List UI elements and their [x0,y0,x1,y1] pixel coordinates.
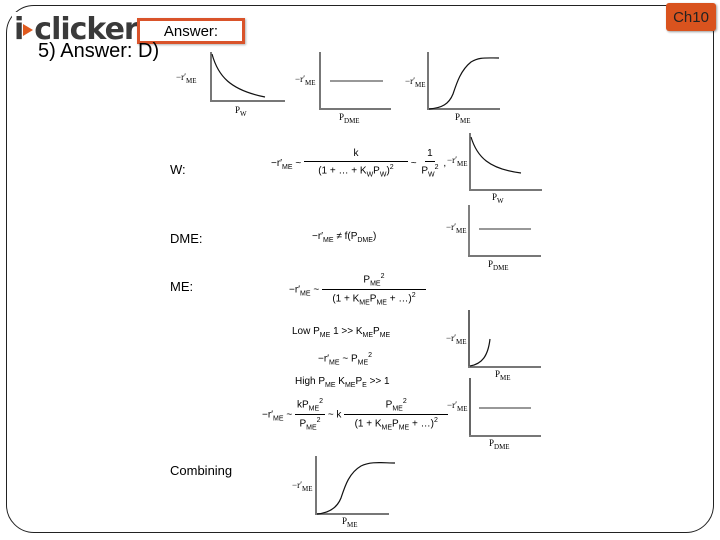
high-pme-condition: High PME KMEPE >> 1 [295,376,390,389]
graph-me-low: −r′ME PME [446,310,543,382]
row-label-dme: DME: [170,231,203,246]
x-axis-label: PW [492,192,504,205]
sigmoid-curve [428,57,500,110]
fraction-w-2: 1 PW2 [421,148,439,179]
question-title: 5) Answer: D) [38,40,160,62]
logo-text: clicker [34,12,138,47]
decreasing-curve [470,136,522,174]
graph-dme-flat: −r′ME PDME [446,205,543,272]
y-axis-label: −r′ME [447,400,468,413]
fraction-high-1: kPME2 PME2 [294,398,326,432]
graph-w-decreasing-svg [469,133,542,191]
row-label-me: ME: [170,279,194,294]
row-label-combining: Combining [170,463,233,478]
chapter-badge-label: Ch10 [673,8,709,26]
fraction-high-2: PME2 (1 + KMEPME + …)2 [344,398,449,432]
graph-w-decreasing: −r′ME PW [447,133,544,205]
decreasing-curve [211,53,266,98]
slide-frame [6,5,714,533]
y-axis-label: −r′ME [446,222,467,235]
x-axis-label: PDME [489,438,510,451]
fraction-me: PME2 (1 + KMEPME + …)2 [321,273,426,307]
x-axis-label: PME [495,369,511,382]
graph-combining: −r′ME PME [292,456,400,529]
y-axis-label: −r′ME [405,76,426,89]
iclicker-logo: i clicker [12,12,142,47]
equation-dme: −r′ME ≠ f(PDME) [312,231,377,244]
low-pme-equation: −r′ME ~ PME2 [318,352,373,367]
low-pme-condition: Low PME 1 >> KMEPME [292,326,391,339]
high-pme-equation: −r′ME ~ kPME2 PME2 ~ k PME2 (1 + KMEPME … [262,398,449,432]
y-axis-label: −r′ME [176,72,197,85]
graph-rate-vs-pw-svg [210,52,285,102]
graph-rate-vs-pme: −r′ME PME [405,52,502,125]
x-axis-label: PME [342,516,358,529]
y-axis-label: −r′ME [292,480,313,493]
row-label-w: W: [170,162,186,177]
fraction-w: k (1 + … + KWPW)2 [303,148,408,178]
graph-dme-flat-svg [468,205,541,257]
graph-rate-vs-pme-svg [427,52,500,110]
y-axis-label: −r′ME [447,155,468,168]
equation-me: −r′ME ~ PME2 (1 + KMEPME + …)2 [289,273,426,307]
play-triangle-icon [23,23,34,36]
x-axis-label: PDME [339,112,360,125]
logo-prefix: i [14,12,24,47]
x-axis-label: PDME [488,259,509,272]
equation-w: −r′ME ~ k (1 + … + KWPW)2 ~ 1 PW2 , [271,148,447,179]
sigmoid-curve [316,462,396,515]
chapter-badge: Ch10 [666,3,716,31]
graph-me-high-svg [469,378,541,437]
graph-me-low-svg [468,310,541,368]
increasing-curve [469,338,491,367]
y-axis-label: −r′ME [446,333,467,346]
x-axis-label: PME [455,112,471,125]
x-axis-label: PW [235,105,247,118]
answer-box: Answer: [137,18,245,44]
graph-me-high: −r′ME PDME [447,378,544,451]
answer-box-label: Answer: [163,22,219,40]
graph-combining-svg [315,456,396,515]
graph-rate-vs-pdme-svg [319,52,391,110]
graph-rate-vs-pdme: −r′ME PDME [295,52,394,125]
graph-rate-vs-pw: −r′ME PW [176,52,290,118]
y-axis-label: −r′ME [295,74,316,87]
